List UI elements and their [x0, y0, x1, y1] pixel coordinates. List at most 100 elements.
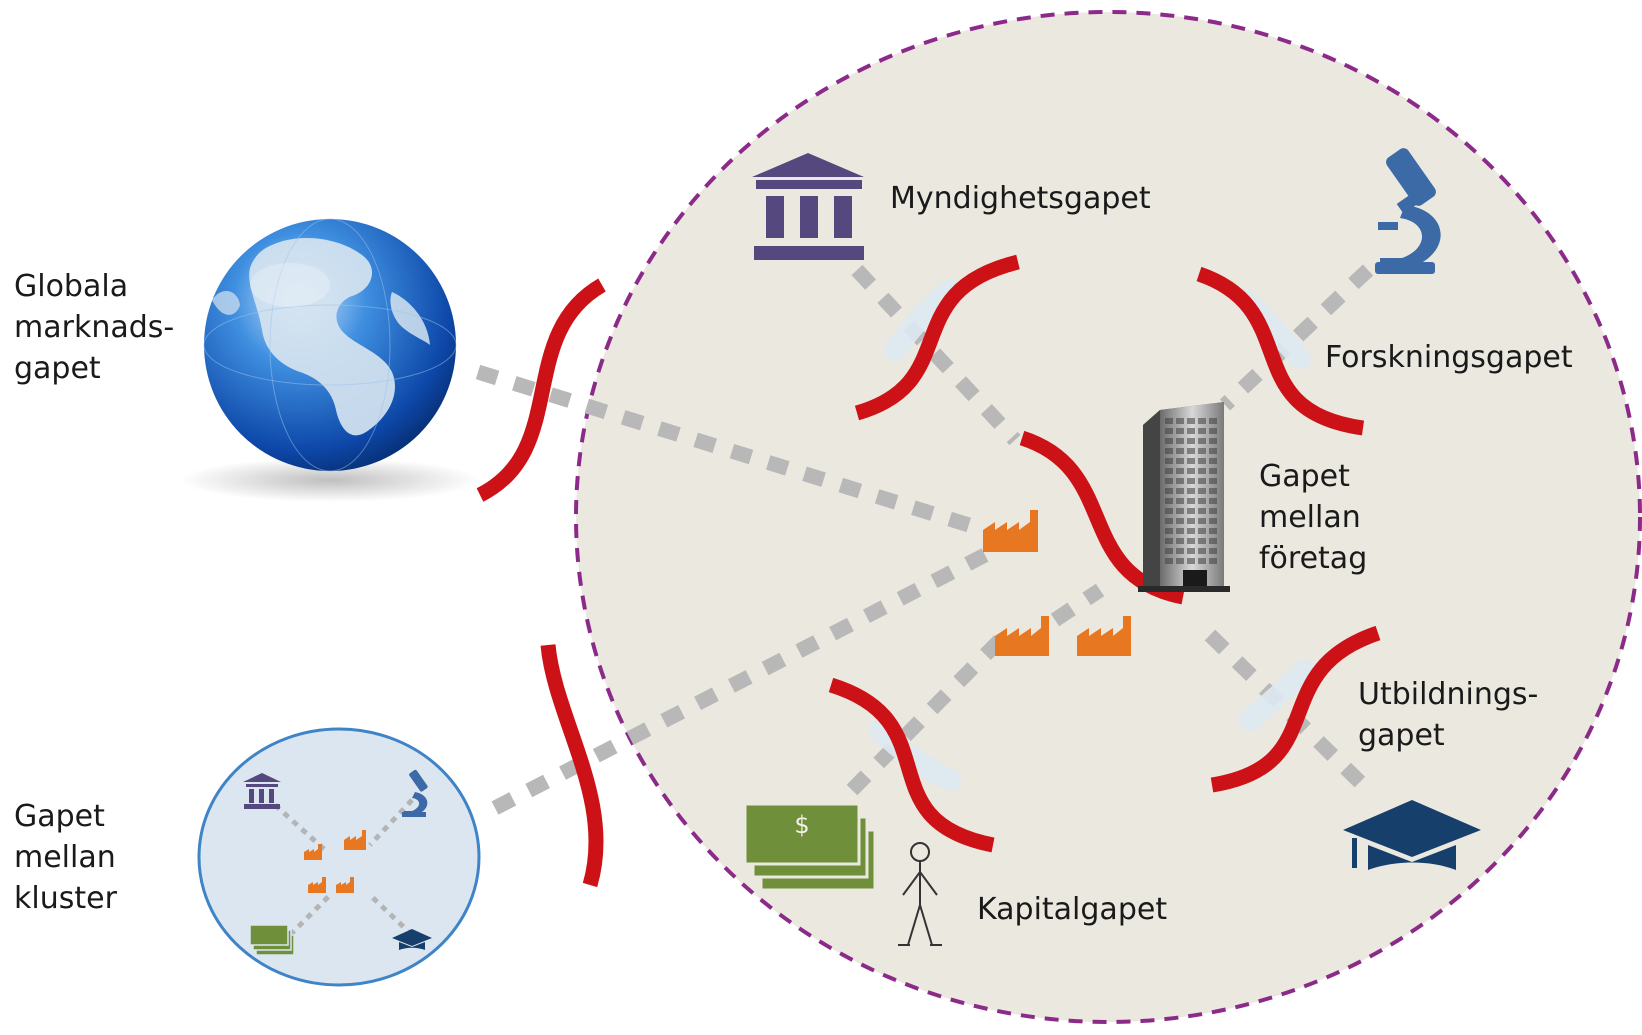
building-window [1187, 558, 1195, 564]
building-window [1165, 418, 1173, 424]
microscope-icon [1375, 148, 1441, 274]
building-window [1198, 428, 1206, 434]
office-building-icon [1138, 402, 1230, 592]
building-window [1165, 428, 1173, 434]
government-building-icon [752, 153, 864, 260]
building-window [1165, 438, 1173, 444]
label-line: mellan [1259, 500, 1361, 535]
label-line: Gapet [1259, 459, 1350, 494]
building-window [1209, 528, 1217, 534]
building-window [1198, 558, 1206, 564]
building-window [1198, 438, 1206, 444]
label-line: kluster [14, 881, 118, 916]
building-window [1165, 528, 1173, 534]
gap-curves [476, 254, 1381, 888]
building-window [1198, 488, 1206, 494]
building-window [1187, 458, 1195, 464]
label-line: mellan [14, 840, 116, 875]
building-window [1176, 428, 1184, 434]
building-window [1165, 508, 1173, 514]
gap-curve-global [476, 278, 606, 502]
building-window [1209, 548, 1217, 554]
label-line: företag [1259, 541, 1367, 576]
building-window [1176, 448, 1184, 454]
money-symbol: $ [794, 811, 809, 839]
label-line: Gapet [14, 799, 105, 834]
building-window [1165, 558, 1173, 564]
label-line: marknads- [14, 310, 174, 345]
building-window [1198, 448, 1206, 454]
building-window [1198, 418, 1206, 424]
building-window [1176, 548, 1184, 554]
building-window [1187, 518, 1195, 524]
building-window [1187, 448, 1195, 454]
factory-icon [983, 510, 1038, 552]
building-window [1209, 508, 1217, 514]
label-forskningsgapet: Forskningsgapet [1325, 340, 1573, 375]
building-window [1198, 458, 1206, 464]
building-window [1176, 528, 1184, 534]
building-window [1187, 438, 1195, 444]
cluster-circle [574, 10, 1642, 1024]
building-window [1209, 498, 1217, 504]
building-window [1187, 428, 1195, 434]
building-window [1187, 418, 1195, 424]
building-window [1165, 478, 1173, 484]
label-gapet-mellan-foretag: Gapet mellan företag [1259, 459, 1370, 576]
building-window [1165, 518, 1173, 524]
building-window [1209, 418, 1217, 424]
building-window [1165, 538, 1173, 544]
building-window [1209, 518, 1217, 524]
gap-curve-education [1210, 625, 1381, 793]
building-window [1165, 458, 1173, 464]
building-window [1209, 478, 1217, 484]
building-window [1176, 478, 1184, 484]
money-stack-icon: $ [743, 802, 877, 892]
building-window [1198, 528, 1206, 534]
label-line: Globala [14, 269, 128, 304]
building-window [1165, 548, 1173, 554]
gap-curve-cluster [540, 644, 604, 888]
building-window [1187, 538, 1195, 544]
building-window [1209, 538, 1217, 544]
person-icon [898, 842, 942, 946]
building-window [1209, 488, 1217, 494]
mini-cluster-icon [197, 727, 481, 987]
building-window [1198, 508, 1206, 514]
label-line: gapet [1358, 718, 1445, 753]
building-window [1209, 558, 1217, 564]
label-utbildningsgapet: Utbildnings- gapet [1358, 677, 1548, 753]
factory-icon [995, 616, 1049, 656]
building-window [1176, 508, 1184, 514]
building-window [1176, 558, 1184, 564]
building-window [1165, 448, 1173, 454]
factory-icon [1077, 616, 1131, 656]
building-window [1198, 538, 1206, 544]
building-window [1176, 538, 1184, 544]
building-window [1187, 548, 1195, 554]
building-window [1176, 458, 1184, 464]
building-window [1176, 468, 1184, 474]
building-window [1187, 498, 1195, 504]
label-gapet-mellan-kluster: Gapet mellan kluster [14, 799, 125, 916]
gap-curve-authority [854, 254, 1020, 421]
label-kapitalgapet: Kapitalgapet [977, 892, 1167, 927]
building-window [1209, 458, 1217, 464]
label-line: Utbildnings- [1358, 677, 1538, 712]
building-window [1176, 498, 1184, 504]
label-globala-marknadsgapet: Globala marknads- gapet [14, 269, 184, 386]
label-myndighetsgapet: Myndighetsgapet [890, 181, 1151, 216]
gap-curve-research [1196, 266, 1365, 436]
building-window [1198, 498, 1206, 504]
building-window [1209, 428, 1217, 434]
gap-curve-capital [828, 677, 995, 853]
building-window [1176, 488, 1184, 494]
building-window [1209, 438, 1217, 444]
building-window [1198, 468, 1206, 474]
building-window [1209, 448, 1217, 454]
building-window [1198, 548, 1206, 554]
graduation-cap-icon [1343, 800, 1481, 870]
building-window [1209, 468, 1217, 474]
building-window [1165, 498, 1173, 504]
